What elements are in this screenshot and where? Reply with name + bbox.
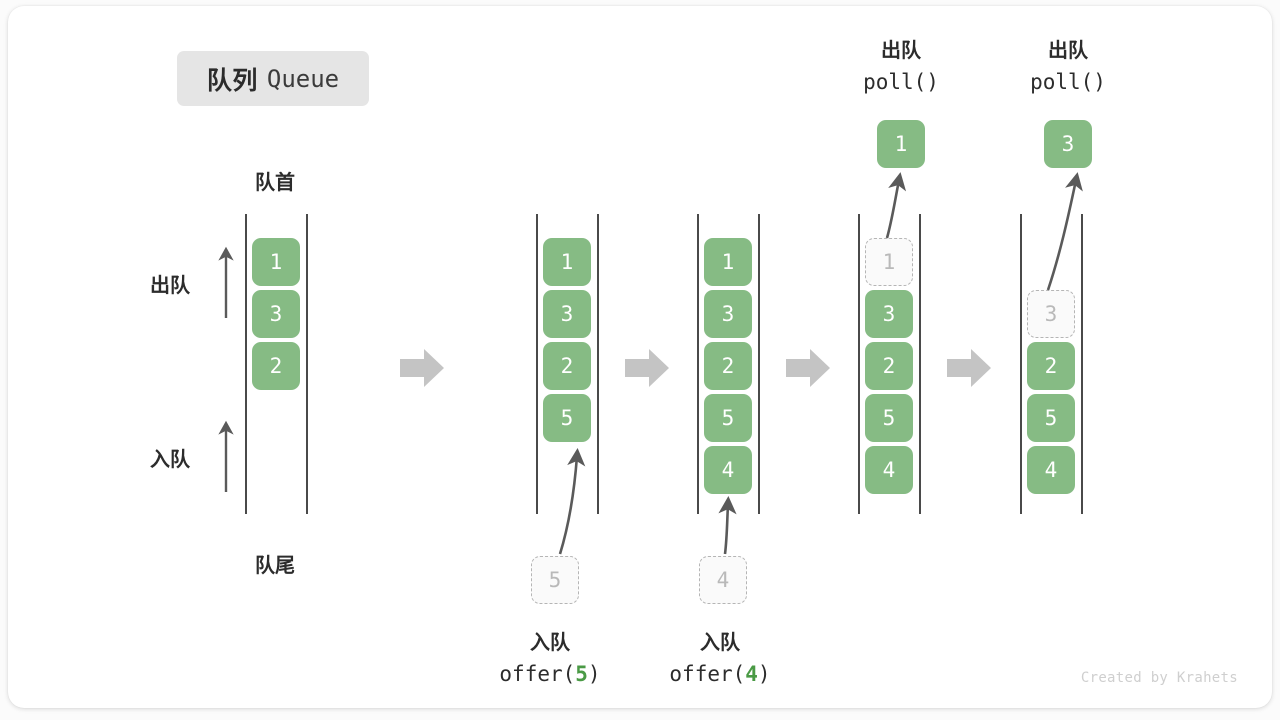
incoming-element-ghost: 5 bbox=[531, 556, 579, 604]
rail-right bbox=[919, 214, 921, 514]
rail-left bbox=[536, 214, 538, 514]
enqueue-direction-label: 入队 bbox=[150, 449, 190, 471]
queue-element: 5 bbox=[865, 394, 913, 442]
rail-left bbox=[245, 214, 247, 514]
queue-element: 2 bbox=[1027, 342, 1075, 390]
enqueue-arrow bbox=[718, 495, 737, 555]
operation-label-offer5: 入队 offer(5) bbox=[470, 626, 630, 686]
operation-name: 入队 bbox=[530, 632, 570, 654]
queue-element: 3 bbox=[704, 290, 752, 338]
queue-element: 2 bbox=[704, 342, 752, 390]
operation-call: offer(5) bbox=[499, 662, 601, 686]
operation-call: offer(4) bbox=[669, 662, 771, 686]
queue-element: 2 bbox=[252, 342, 300, 390]
step-arrow-icon bbox=[786, 349, 830, 387]
queue-element: 3 bbox=[865, 290, 913, 338]
queue-element: 2 bbox=[543, 342, 591, 390]
queue-element: 1 bbox=[252, 238, 300, 286]
queue-element: 4 bbox=[865, 446, 913, 494]
outgoing-element: 1 bbox=[877, 120, 925, 168]
queue-element: 2 bbox=[865, 342, 913, 390]
operation-label-poll-1: 出队 poll() bbox=[821, 34, 981, 94]
rail-right bbox=[306, 214, 308, 514]
title-english: Queue bbox=[266, 64, 340, 93]
enqueue-arrow bbox=[558, 447, 586, 555]
queue-element: 1 bbox=[543, 238, 591, 286]
title-chinese: 队列 bbox=[206, 66, 258, 95]
incoming-element-ghost: 4 bbox=[699, 556, 747, 604]
queue-element-removed: 3 bbox=[1027, 290, 1075, 338]
diagram-title-badge: 队列 Queue bbox=[177, 51, 369, 106]
queue-element-new: 5 bbox=[543, 394, 591, 442]
diagram-card: 队列 Queue 队首 队尾 出队 入队 1 3 2 bbox=[8, 6, 1272, 708]
dequeue-direction-arrow bbox=[218, 246, 234, 318]
queue-element-removed: 1 bbox=[865, 238, 913, 286]
queue-element: 4 bbox=[1027, 446, 1075, 494]
rail-right bbox=[758, 214, 760, 514]
queue-element: 3 bbox=[252, 290, 300, 338]
rail-right bbox=[597, 214, 599, 514]
footer-credit: Created by Krahets bbox=[1080, 670, 1238, 686]
queue-element-new: 4 bbox=[704, 446, 752, 494]
queue-element: 3 bbox=[543, 290, 591, 338]
poll-arrow bbox=[885, 172, 907, 239]
poll-arrow bbox=[1046, 172, 1083, 291]
operation-label-offer4: 入队 offer(4) bbox=[640, 626, 800, 686]
operation-call: poll() bbox=[863, 70, 939, 94]
rail-left bbox=[858, 214, 860, 514]
rail-left bbox=[697, 214, 699, 514]
dequeue-direction-label: 出队 bbox=[150, 275, 190, 297]
operation-name: 入队 bbox=[700, 632, 740, 654]
step-arrow-icon bbox=[947, 349, 991, 387]
rail-left bbox=[1020, 214, 1022, 514]
operation-label-poll-2: 出队 poll() bbox=[988, 34, 1148, 94]
rail-right bbox=[1081, 214, 1083, 514]
outgoing-element: 3 bbox=[1044, 120, 1092, 168]
queue-element: 5 bbox=[1027, 394, 1075, 442]
operation-name: 出队 bbox=[1048, 40, 1088, 62]
queue-tail-label: 队尾 bbox=[255, 555, 295, 577]
step-arrow-icon bbox=[625, 349, 669, 387]
queue-head-label: 队首 bbox=[255, 172, 295, 194]
step-arrow-icon bbox=[400, 349, 444, 387]
operation-name: 出队 bbox=[881, 40, 921, 62]
queue-element: 1 bbox=[704, 238, 752, 286]
queue-element: 5 bbox=[704, 394, 752, 442]
operation-call: poll() bbox=[1030, 70, 1106, 94]
enqueue-direction-arrow bbox=[218, 420, 234, 492]
